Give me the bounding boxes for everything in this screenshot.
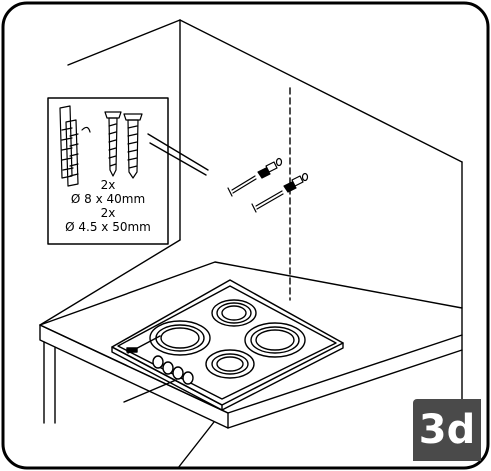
step-badge: 3d <box>413 399 481 461</box>
hotplate-3 <box>244 322 306 358</box>
qty-label-1: 2x <box>100 178 116 192</box>
wall-screw-2 <box>251 172 309 213</box>
hotplate-2 <box>211 299 257 327</box>
screw-icon-2 <box>123 113 143 179</box>
countertop <box>39 261 463 469</box>
size-label-2: Ø 4.5 x 50mm <box>65 220 151 234</box>
wall-plug-icon <box>59 105 91 187</box>
wall-top-left-edge <box>67 19 181 66</box>
hotplate-4 <box>205 349 255 379</box>
wall-screw-1 <box>227 157 283 197</box>
wall-top-right-edge <box>179 19 463 163</box>
screw-icon <box>104 111 122 177</box>
leader-line-2 <box>149 142 207 176</box>
size-label-1: Ø 8 x 40mm <box>70 192 146 206</box>
hardware-box <box>47 97 169 245</box>
pointer-line <box>123 379 177 403</box>
hotplate-1 <box>149 320 211 356</box>
control-knobs <box>126 347 194 385</box>
wall-floor-edge <box>39 239 181 326</box>
qty-label-2: 2x <box>100 206 116 220</box>
leader-line-1 <box>147 133 209 171</box>
